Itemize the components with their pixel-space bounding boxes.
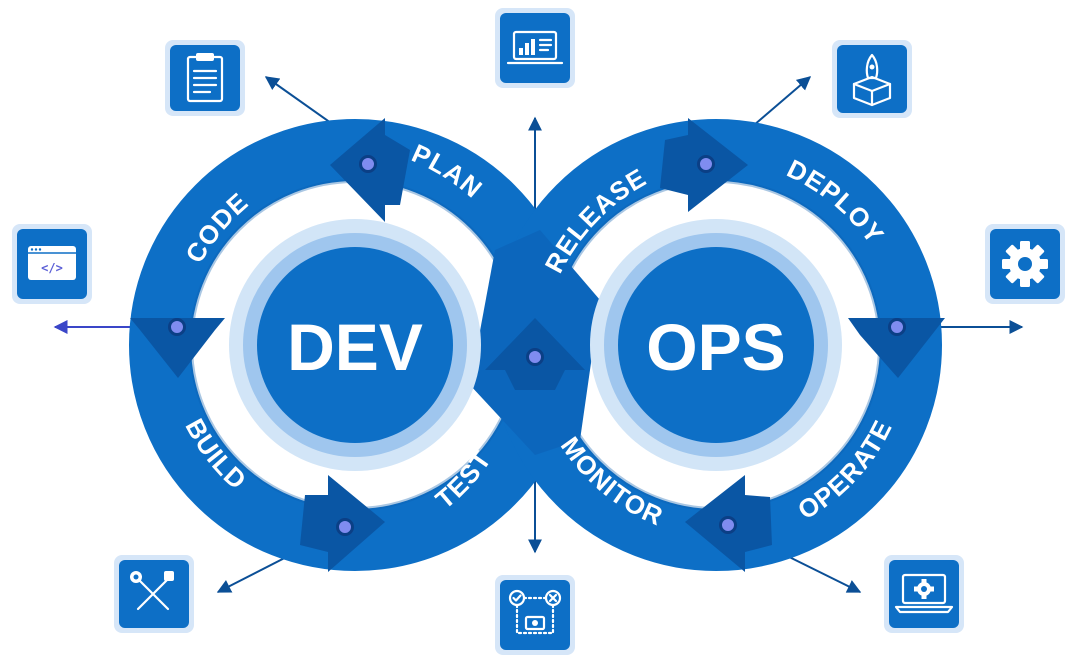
test-flow-icon	[495, 575, 575, 655]
dev-center: DEV	[229, 219, 481, 471]
ops-center: OPS	[590, 219, 842, 471]
dot-operate	[719, 516, 737, 534]
code-window-icon: </>	[12, 224, 92, 304]
dev-label: DEV	[287, 310, 423, 384]
laptop-gear-icon	[884, 555, 964, 633]
ops-label: OPS	[646, 310, 785, 384]
gear-icon	[985, 224, 1065, 304]
dot-plan	[359, 155, 377, 173]
dot-build	[336, 518, 354, 536]
arrow-code	[130, 318, 225, 378]
laptop-dashboard-icon	[495, 8, 575, 88]
svg-text:</>: </>	[41, 261, 63, 275]
dot-test	[526, 348, 544, 366]
dot-code	[168, 318, 186, 336]
rocket-box-icon	[832, 40, 912, 118]
arrow-deploy	[848, 318, 945, 378]
clipboard-icon	[165, 40, 245, 116]
stage-dots	[168, 155, 906, 536]
dot-release	[697, 155, 715, 173]
tools-icon	[114, 555, 194, 633]
dot-deploy	[888, 318, 906, 336]
